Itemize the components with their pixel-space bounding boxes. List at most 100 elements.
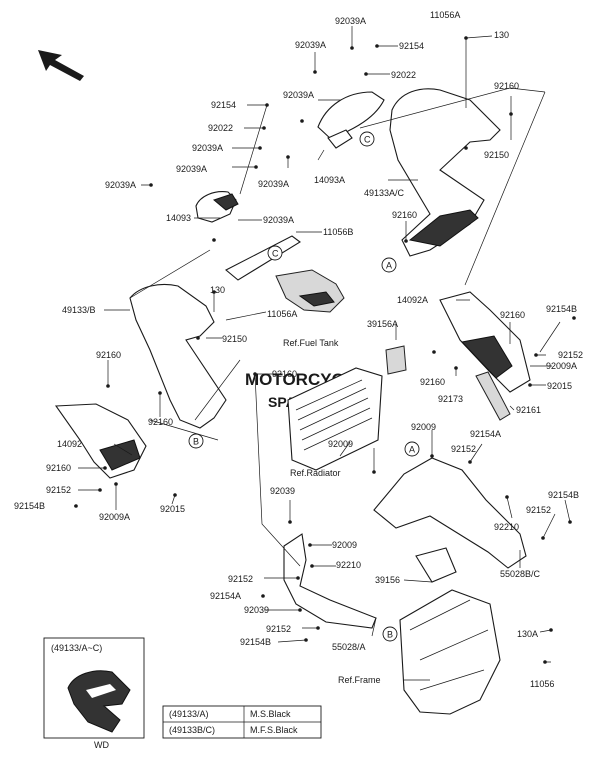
inset-cowl-stripe: [86, 684, 116, 698]
callout-label: 92154B: [14, 501, 45, 511]
callout-label: 92015: [547, 381, 572, 391]
plate-39156a-part: [385, 345, 407, 375]
callout-label: 55028/A: [332, 642, 366, 652]
callout-label: 49133A/C: [364, 188, 405, 198]
callout-label: 92152: [266, 624, 291, 634]
callout-label: 92173: [438, 394, 463, 404]
legend-color-2: M.F.S.Black: [250, 725, 298, 735]
callout-label: Ref.Radiator: [290, 468, 341, 478]
callout-label: 14093: [166, 213, 191, 223]
callout-label: 49133/B: [62, 305, 96, 315]
callout-label: 92022: [391, 70, 416, 80]
fuel-tank-cover-trim: [298, 291, 335, 307]
callout-label: 92160: [392, 210, 417, 220]
plate-39156-part: [415, 547, 457, 583]
callout-label: 92160: [46, 463, 71, 473]
callout-label: 55028B/C: [500, 569, 541, 579]
callout-label: 11056B: [323, 227, 353, 237]
leader-lines: [74, 26, 571, 681]
marker-b-2: B: [387, 630, 393, 640]
callout-label: 92154A: [210, 591, 241, 601]
callout-label: 39156A: [367, 319, 398, 329]
callout-label: 92150: [222, 334, 247, 344]
upper-inner-cover-part: [317, 91, 385, 141]
callout-label: 11056: [530, 679, 554, 689]
bolts: [74, 36, 576, 664]
frame-part: [399, 589, 501, 715]
color-inset: (49133/A~C) WD: [43, 637, 145, 750]
callout-label: 92039A: [258, 179, 289, 189]
callout-label: 92039A: [283, 90, 314, 100]
upper-cowl-right-trim: [408, 209, 479, 247]
front-direction-arrow-icon: [38, 50, 84, 81]
marker-a-1: A: [386, 261, 392, 271]
inset-tag: WD: [94, 740, 109, 750]
callout-labels: 92039A 92154 92022 92039A 92039A 11056A …: [14, 10, 583, 689]
callout-label: 130: [210, 285, 225, 295]
bracket-11056b-part: [225, 235, 301, 281]
callout-label: 92009: [411, 422, 436, 432]
marker-c-1: C: [364, 135, 371, 145]
callout-label: 92009A: [546, 361, 577, 371]
inner-cover-bracket-part: [327, 129, 353, 149]
callout-label: 92160: [148, 417, 173, 427]
callout-label: 130A: [517, 629, 538, 639]
callout-label: 11056A: [430, 10, 460, 20]
strip-92161-part: [475, 371, 511, 421]
callout-label: 92039: [270, 486, 295, 496]
callout-label: 92160: [272, 369, 297, 379]
callout-label: 92039: [244, 605, 269, 615]
inset-cowl-shape: [67, 670, 131, 733]
marker-b-1: B: [193, 437, 199, 447]
callout-label: 14092A: [397, 295, 428, 305]
callout-label: 92152: [558, 350, 583, 360]
fuel-tank-cover-part: [275, 269, 345, 313]
marker-a-2: A: [409, 445, 415, 455]
callout-label: 92039A: [295, 40, 326, 50]
lower-cowl-right-part: [373, 457, 527, 569]
callout-label: 92152: [228, 574, 253, 584]
callout-label: 92160: [96, 350, 121, 360]
legend-color-1: M.S.Black: [250, 709, 291, 719]
callout-label: 92039A: [192, 143, 223, 153]
radiator-part: [287, 367, 383, 471]
inner-cover-right-trim: [461, 335, 513, 379]
callout-label: 92039A: [105, 180, 136, 190]
callout-label: 92160: [494, 81, 519, 91]
callout-label: 92039A: [335, 16, 366, 26]
callout-label: 92160: [500, 310, 525, 320]
callout-label: 92154B: [240, 637, 271, 647]
callout-label: 11056A: [267, 309, 297, 319]
callout-label: 92161: [516, 405, 541, 415]
callout-label: 92015: [160, 504, 185, 514]
legend-part-1: (49133/A): [169, 709, 209, 719]
callout-label: 92152: [46, 485, 71, 495]
cover-14093-trim: [212, 193, 239, 211]
callout-label: 92154B: [548, 490, 579, 500]
callout-label: 92160: [420, 377, 445, 387]
callout-label: 92150: [484, 150, 509, 160]
callout-label: 92009: [332, 540, 357, 550]
callout-label: 92154: [211, 100, 236, 110]
callout-label: 92039A: [263, 215, 294, 225]
legend-part-2: (49133B/C): [169, 725, 215, 735]
marker-c-2: C: [272, 249, 279, 259]
callout-label: 92039A: [176, 164, 207, 174]
upper-cowl-left-part: [129, 283, 227, 429]
callout-label: 92210: [494, 522, 519, 532]
callout-label: 92009A: [99, 512, 130, 522]
callout-label: 130: [494, 30, 509, 40]
callout-label: 92210: [336, 560, 361, 570]
callout-label: Ref.Frame: [338, 675, 381, 685]
lower-cowl-left-part: [283, 533, 377, 629]
ref-markers: C C A B A B: [188, 131, 420, 642]
callout-label: 92154A: [470, 429, 501, 439]
callout-label: 39156: [375, 575, 400, 585]
inset-title: (49133/A~C): [51, 643, 102, 653]
callout-label: 92154: [399, 41, 424, 51]
color-legend: (49133/A) M.S.Black (49133B/C) M.F.S.Bla…: [162, 705, 322, 739]
callout-label: 92009: [328, 439, 353, 449]
callout-label: Ref.Fuel Tank: [283, 338, 339, 348]
callout-label: 92152: [451, 444, 476, 454]
